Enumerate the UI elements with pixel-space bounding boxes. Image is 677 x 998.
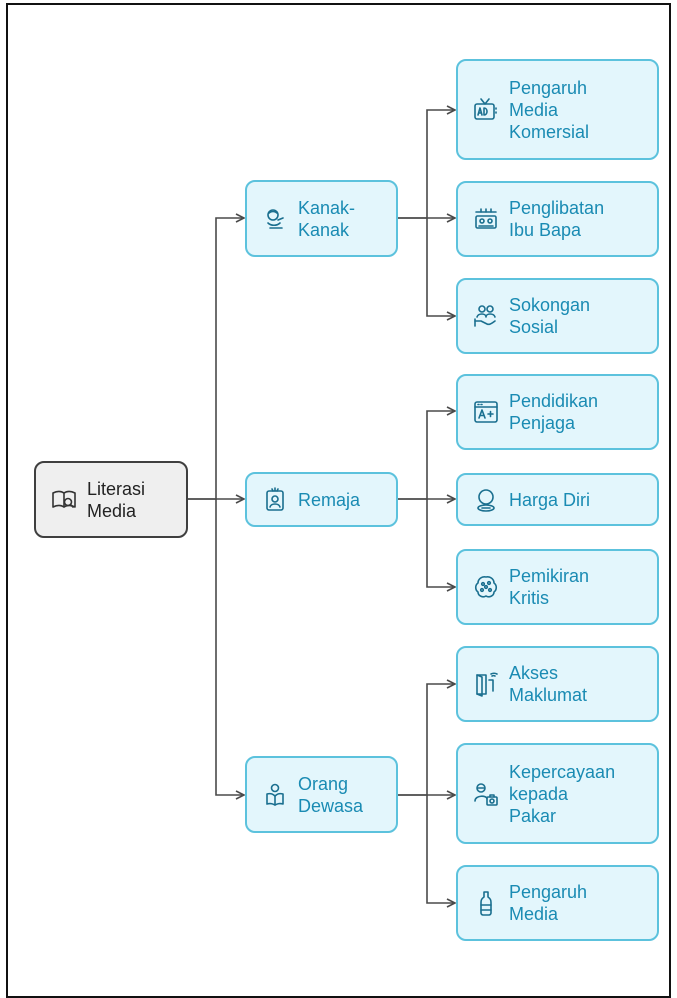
connector-dewasa-leaf1 <box>398 684 455 796</box>
leaf-node-sokongan-sosial: Sokongan Sosial <box>456 278 659 354</box>
mirror-icon <box>472 486 500 514</box>
leaf-node-penglibatan-ibu-bapa: Penglibatan Ibu Bapa <box>456 181 659 257</box>
branch-label-remaja: Remaja <box>298 489 361 510</box>
door-access-icon <box>472 670 500 698</box>
connector-remaja-leaf3 <box>426 499 455 587</box>
branch-label-orang-dewasa: Orang Dewasa <box>298 773 364 816</box>
connector-root-dewasa <box>215 499 244 795</box>
child-icon <box>261 205 289 233</box>
branch-node-kanak-kanak: Kanak- Kanak <box>245 180 398 257</box>
connector-root-kanak <box>188 218 244 500</box>
family-screen-icon <box>472 205 500 233</box>
connector-dewasa-leaf3 <box>426 795 455 903</box>
root-label: Literasi Media <box>87 478 146 521</box>
support-people-icon <box>472 302 500 330</box>
connector-kanak-leaf1 <box>398 110 455 219</box>
leaf-node-pengaruh-media-komersial: Pengaruh Media Komersial <box>456 59 659 160</box>
leaf-label-pengaruh-media-komersial: Pengaruh Media Komersial <box>509 77 590 142</box>
teen-badge-icon <box>261 486 289 514</box>
leaf-node-kepercayaan-kepada-pakar: Kepercayaan kepada Pakar <box>456 743 659 844</box>
branch-node-remaja: Remaja <box>245 472 398 527</box>
leaf-label-kepercayaan-kepada-pakar: Kepercayaan kepada Pakar <box>509 761 616 826</box>
leaf-label-pengaruh-media: Pengaruh Media <box>509 882 588 924</box>
grade-a-plus-icon <box>472 398 500 426</box>
expert-icon <box>472 780 500 808</box>
brain-icon <box>472 573 500 601</box>
leaf-node-pengaruh-media: Pengaruh Media <box>456 865 659 941</box>
tv-ad-icon <box>472 96 500 124</box>
root-node: Literasi Media <box>34 461 188 538</box>
bottle-icon <box>472 889 500 917</box>
leaf-node-akses-maklumat: Akses Maklumat <box>456 646 659 722</box>
reading-person-icon <box>261 781 289 809</box>
leaf-label-pemikiran-kritis: Pemikiran Kritis <box>509 566 590 608</box>
connector-remaja-leaf1 <box>398 411 455 500</box>
book-search-icon <box>50 486 78 514</box>
leaf-label-harga-diri: Harga Diri <box>509 489 591 510</box>
leaf-node-harga-diri: Harga Diri <box>456 473 659 526</box>
leaf-label-sokongan-sosial: Sokongan Sosial <box>509 295 591 337</box>
connector-kanak-leaf3 <box>426 218 455 316</box>
branch-node-orang-dewasa: Orang Dewasa <box>245 756 398 833</box>
leaf-node-pemikiran-kritis: Pemikiran Kritis <box>456 549 659 625</box>
leaf-label-akses-maklumat: Akses Maklumat <box>509 663 588 705</box>
leaf-label-pendidikan-penjaga: Pendidikan Penjaga <box>509 391 599 433</box>
leaf-node-pendidikan-penjaga: Pendidikan Penjaga <box>456 374 659 450</box>
branch-label-kanak-kanak: Kanak- Kanak <box>298 197 356 240</box>
leaf-label-penglibatan-ibu-bapa: Penglibatan Ibu Bapa <box>509 198 605 240</box>
